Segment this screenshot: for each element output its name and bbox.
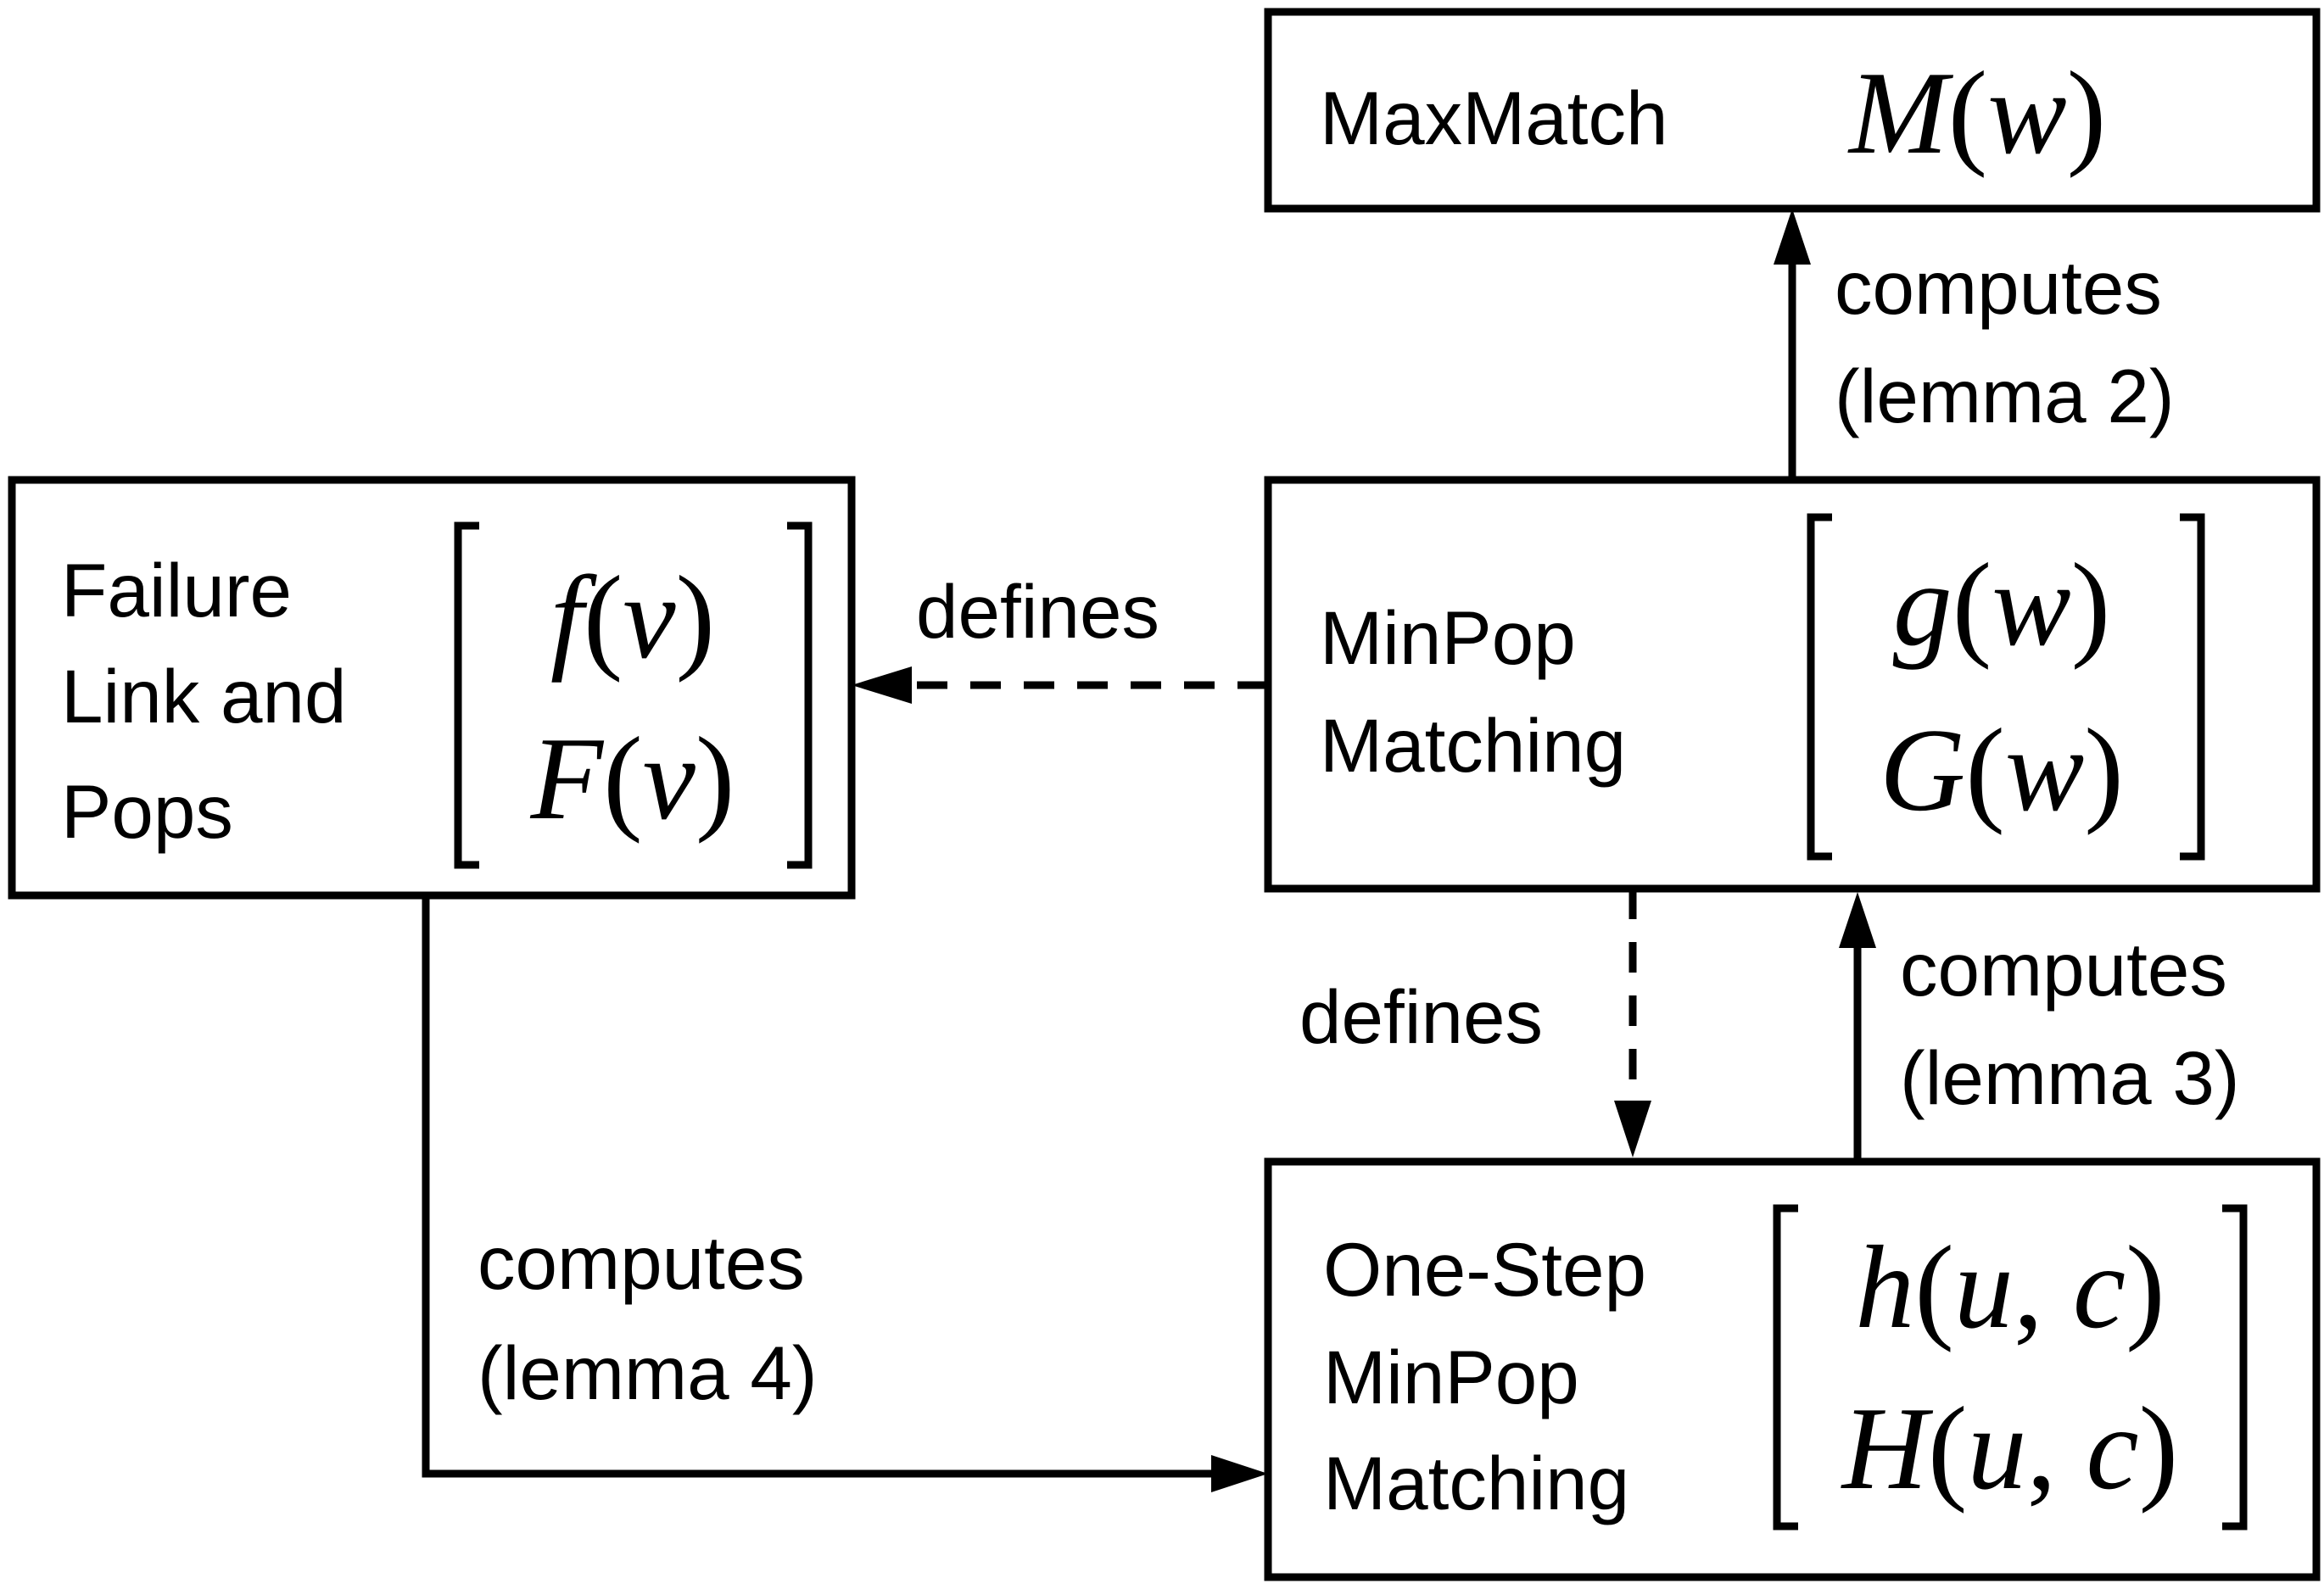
edge-minpop-to-onestep: defines [1299,889,1651,1157]
edge-minpop-to-onestep-arrowhead [1614,1101,1651,1157]
edge-minpop-to-maxmatch-arrowhead [1774,209,1811,265]
edge-minpop-to-maxmatch: computes (lemma 2) [1774,209,2175,480]
one-step-minpop-box [1264,1157,2321,1581]
failure-link-node: Failure Link and Pops f(v) F(v) [8,476,856,900]
maxmatch-box [1264,8,2321,213]
edge-failure-to-onestep-label-line2: (lemma 4) [478,1330,818,1415]
edge-minpop-to-failure-label: defines [916,569,1159,654]
minpop-matching-label-line2: Matching [1320,703,1626,788]
minpop-matching-node: MinPop Matching g(w) G(w) [1264,476,2321,893]
failure-link-label-line2: Link and [61,654,347,739]
edge-failure-to-onestep-label-line1: computes [478,1220,805,1305]
edge-minpop-to-failure: defines [852,569,1268,704]
edge-failure-to-onestep-arrowhead [1211,1455,1268,1492]
edge-onestep-to-minpop-label-line2: (lemma 3) [1900,1035,2240,1120]
maxmatch-node: MaxMatch M(w) [1264,8,2321,213]
one-step-minpop-right-bracket [2222,1204,2248,1530]
edge-failure-to-onestep-line [422,895,1213,1478]
one-step-minpop-label-line3: Matching [1323,1441,1629,1525]
failure-link-formula-top: f(v) [550,552,715,683]
edge-minpop-to-maxmatch-label-line2: (lemma 2) [1835,354,2175,438]
failure-link-right-bracket [787,521,813,869]
failure-link-formula-bottom: F(v) [530,713,735,845]
edge-onestep-to-minpop: computes (lemma 3) [1839,892,2240,1162]
one-step-minpop-node: One-Step MinPop Matching h(u, c) H(u, c) [1264,1157,2321,1581]
failure-link-label-line1: Failure [61,548,292,633]
maxmatch-formula: M(w) [1847,47,2106,179]
edge-minpop-to-onestep-label: defines [1299,974,1543,1059]
one-step-minpop-left-bracket [1773,1204,1798,1530]
minpop-matching-left-bracket [1807,513,1832,861]
minpop-matching-label-line1: MinPop [1320,595,1576,680]
edge-minpop-to-maxmatch-label-line1: computes [1835,245,2162,330]
one-step-minpop-label-line1: One-Step [1323,1227,1646,1312]
minpop-matching-formula-bottom: G(w) [1880,705,2124,836]
failure-link-label-line3: Pops [61,769,233,854]
maxmatch-label: MaxMatch [1320,75,1668,160]
one-step-minpop-formula-bottom: H(u, c) [1841,1383,2179,1514]
failure-link-left-bracket [454,521,479,869]
minpop-matching-formula-top: g(w) [1893,539,2111,671]
one-step-minpop-label-line2: MinPop [1323,1335,1579,1419]
edge-onestep-to-minpop-arrowhead [1839,892,1876,948]
one-step-minpop-formula-top: h(u, c) [1855,1222,2165,1353]
edge-onestep-to-minpop-label-line1: computes [1900,927,2227,1012]
minpop-matching-box [1264,476,2321,893]
edge-failure-to-onestep: computes (lemma 4) [422,895,1268,1492]
minpop-matching-right-bracket [2180,513,2205,861]
failure-link-box [8,476,856,900]
edge-minpop-to-failure-arrowhead [852,666,912,704]
